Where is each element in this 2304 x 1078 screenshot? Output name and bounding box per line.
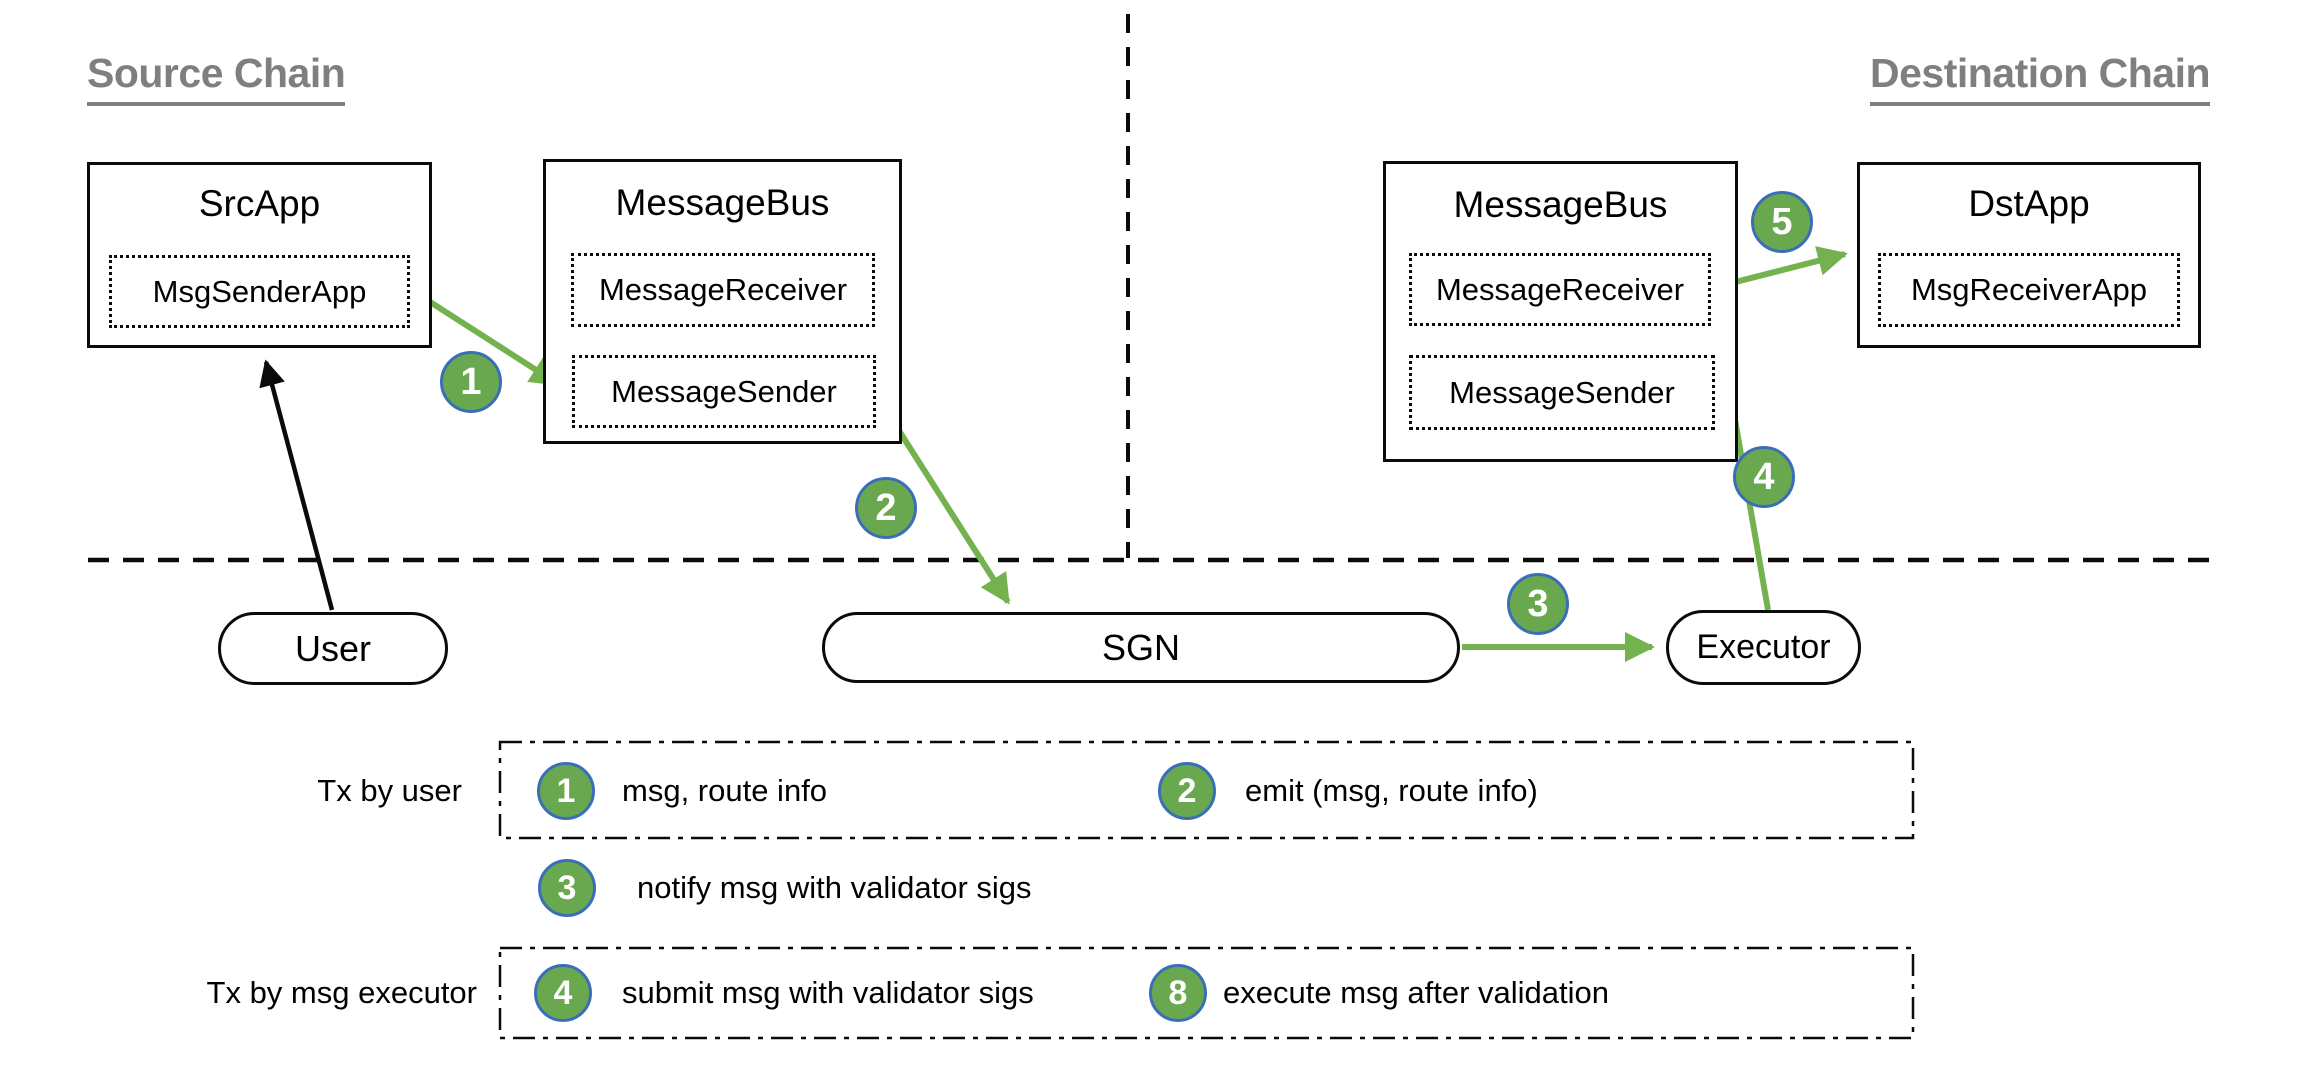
legend-badge-4: 4 xyxy=(534,964,592,1022)
legend-text-8: execute msg after validation xyxy=(1223,975,1609,1010)
legend-label-tx-by-user: Tx by user xyxy=(317,773,462,808)
message-sender-src-label: MessageSender xyxy=(611,373,837,409)
message-receiver-dst-box: MessageReceiver xyxy=(1409,253,1711,326)
step-badge-4: 4 xyxy=(1733,446,1795,508)
msg-receiver-app-label: MsgReceiverApp xyxy=(1910,272,2148,307)
executor-label: Executor xyxy=(1696,628,1831,666)
user-pill: User xyxy=(218,612,448,685)
legend-text-4: submit msg with validator sigs xyxy=(622,975,1034,1010)
message-bus-dst-box: MessageBus MessageReceiver MessageSender xyxy=(1383,161,1738,462)
message-bus-dst-title: MessageBus xyxy=(1453,184,1668,225)
legend-badge-3: 3 xyxy=(538,859,596,917)
step-badge-5: 5 xyxy=(1751,191,1813,253)
sgn-pill: SGN xyxy=(822,612,1460,683)
legend-badge-1: 1 xyxy=(537,762,595,820)
legend-badge-8: 8 xyxy=(1149,964,1207,1022)
message-sender-dst-label: MessageSender xyxy=(1449,374,1675,410)
message-sender-src-box: MessageSender xyxy=(572,355,876,428)
step-badge-2: 2 xyxy=(855,477,917,539)
message-receiver-dst-label: MessageReceiver xyxy=(1435,271,1685,307)
dst-app-box: DstApp MsgReceiverApp xyxy=(1857,162,2201,348)
msg-receiver-app-box: MsgReceiverApp xyxy=(1878,253,2180,327)
step-badge-1: 1 xyxy=(440,351,502,413)
msg-sender-app-box: MsgSenderApp xyxy=(109,255,410,328)
step-badge-3: 3 xyxy=(1507,573,1569,635)
user-label: User xyxy=(294,627,371,669)
message-sender-dst-box: MessageSender xyxy=(1409,355,1715,430)
sgn-label: SGN xyxy=(1101,626,1180,668)
message-receiver-src-box: MessageReceiver xyxy=(571,253,875,327)
dst-app-title: DstApp xyxy=(1968,183,2090,224)
source-chain-title: Source Chain xyxy=(87,50,346,106)
legend-label-tx-by-msg-executor: Tx by msg executor xyxy=(206,975,477,1010)
legend-badge-2: 2 xyxy=(1158,762,1216,820)
message-bus-src-title: MessageBus xyxy=(615,182,830,223)
src-app-title: SrcApp xyxy=(198,183,321,224)
arrow-user-to-srcapp xyxy=(259,359,335,611)
src-app-box: SrcApp MsgSenderApp xyxy=(87,162,432,348)
message-receiver-src-label: MessageReceiver xyxy=(598,272,848,307)
msg-sender-app-label: MsgSenderApp xyxy=(152,273,367,309)
message-bus-src-box: MessageBus MessageReceiver MessageSender xyxy=(543,159,902,444)
legend-text-1: msg, route info xyxy=(622,773,828,808)
legend-text-2: emit (msg, route info) xyxy=(1245,773,1538,808)
executor-pill: Executor xyxy=(1666,610,1861,685)
destination-chain-title: Destination Chain xyxy=(1870,50,2211,106)
legend-text-3: notify msg with validator sigs xyxy=(637,870,1032,905)
